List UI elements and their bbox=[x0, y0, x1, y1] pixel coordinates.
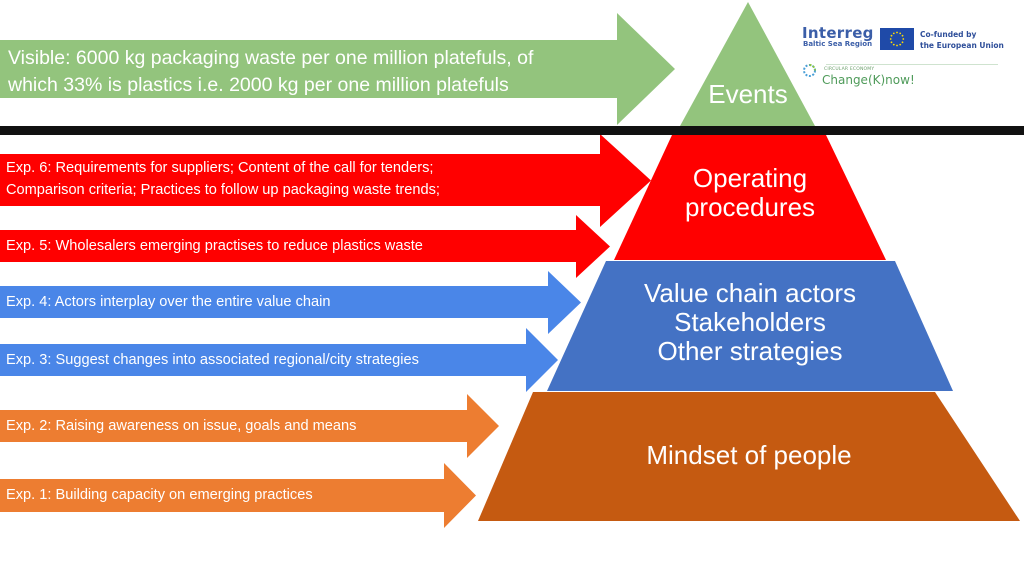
arrow-label-line: Exp. 4: Actors interplay over the entire… bbox=[6, 294, 331, 310]
eu-text-line2: the European Union bbox=[920, 41, 1004, 50]
project-name-logo: Change(K)now! bbox=[822, 73, 915, 87]
pyramid-label-line: Events bbox=[708, 79, 788, 109]
eu-text-line1: Co-funded by bbox=[920, 30, 977, 39]
pyramid-label-line: Value chain actors bbox=[644, 278, 856, 308]
eu-cofunded-text: Co-funded by the European Union bbox=[920, 29, 1004, 51]
arrow-visible bbox=[0, 13, 675, 125]
pyramid-label-line: Other strategies bbox=[657, 336, 843, 367]
circular-economy-ring-icon bbox=[802, 63, 817, 78]
pyramid-label-line: Operating bbox=[692, 163, 808, 193]
arrow-label-line: Exp. 1: Building capacity on emerging pr… bbox=[6, 487, 313, 503]
arrow-label-line: Exp. 5: Wholesalers emerging practises t… bbox=[6, 238, 423, 254]
pyramid-label-line: Stakeholders bbox=[674, 307, 826, 338]
arrow-label-line: Exp. 6: Requirements for suppliers; Cont… bbox=[6, 160, 434, 176]
arrow-exp-6 bbox=[0, 134, 651, 227]
arrow-label-line: Visible: 6000 kg packaging waste per one… bbox=[8, 47, 534, 69]
arrow-label-line: Exp. 3: Suggest changes into associated … bbox=[6, 352, 419, 368]
arrow-label-exp-2: Exp. 2: Raising awareness on issue, goal… bbox=[6, 417, 356, 435]
pyramid-label-events: Events bbox=[690, 79, 806, 109]
interreg-logo-title: Interreg bbox=[802, 24, 874, 42]
pyramid-label-line: procedures bbox=[684, 192, 816, 223]
logo-divider bbox=[826, 64, 998, 65]
arrow-exp-2 bbox=[0, 394, 499, 458]
arrow-label-exp-4: Exp. 4: Actors interplay over the entire… bbox=[6, 293, 330, 311]
arrow-label-exp-3: Exp. 3: Suggest changes into associated … bbox=[6, 351, 419, 369]
pyramid-label-line: Mindset of people bbox=[646, 440, 852, 470]
pyramid-level-mindset bbox=[478, 392, 1020, 521]
arrow-exp-5 bbox=[0, 215, 610, 278]
arrow-label-line: which 33% is plastics i.e. 2000 kg per o… bbox=[8, 74, 509, 96]
pyramid-level-value-chain bbox=[547, 261, 953, 391]
arrow-label-exp-5: Exp. 5: Wholesalers emerging practises t… bbox=[6, 237, 423, 255]
interreg-logo-subtitle: Baltic Sea Region bbox=[803, 40, 873, 48]
arrow-label-visible: Visible: 6000 kg packaging waste per one… bbox=[8, 45, 533, 99]
pyramid-level-events bbox=[680, 2, 815, 126]
arrow-label-line: Exp. 2: Raising awareness on issue, goal… bbox=[6, 418, 357, 434]
arrow-label-exp-6: Exp. 6: Requirements for suppliers; Cont… bbox=[6, 157, 440, 201]
arrow-exp-1 bbox=[0, 463, 476, 528]
circular-economy-label: CIRCULAR ECONOMY bbox=[824, 67, 875, 72]
arrow-exp-3 bbox=[0, 328, 558, 392]
arrow-label-line: Comparison criteria; Practices to follow… bbox=[6, 182, 440, 198]
pyramid-label-mindset: Mindset of people bbox=[478, 440, 1020, 470]
eu-flag-icon bbox=[880, 28, 914, 50]
events-divider-line bbox=[0, 126, 1024, 135]
arrow-label-exp-1: Exp. 1: Building capacity on emerging pr… bbox=[6, 486, 313, 504]
arrow-exp-4 bbox=[0, 271, 581, 334]
pyramid-level-operating-procedures bbox=[614, 135, 886, 260]
